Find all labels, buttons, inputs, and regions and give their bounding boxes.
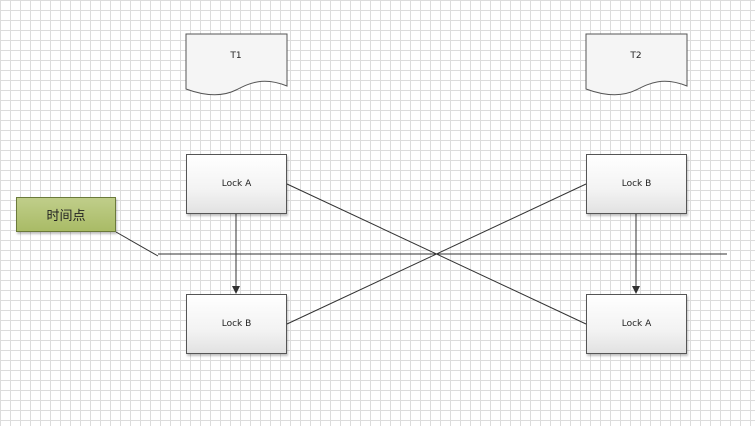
note-connector [115, 231, 159, 257]
t1-lock-b-box[interactable]: Lock B [186, 294, 287, 354]
t2-lock-a-label: Lock A [621, 319, 652, 329]
t1-lock-a-box[interactable]: Lock A [186, 154, 287, 214]
thread-t2-document-shape[interactable] [585, 33, 688, 96]
t2-lock-a-box[interactable]: Lock A [586, 294, 687, 354]
t1-lock-a-label: Lock A [221, 179, 252, 189]
thread-t1-document-shape[interactable] [185, 33, 288, 96]
timeline-note[interactable]: 时间点 [16, 197, 116, 232]
thread-t2-label: T2 [630, 51, 642, 61]
cross-line-t1-lock-b-to-t2-lock-b [286, 183, 587, 325]
t2-lock-b-label: Lock B [621, 179, 652, 189]
t2-lock-b-box[interactable]: Lock B [586, 154, 687, 214]
t1-lock-b-label: Lock B [221, 319, 252, 329]
timeline-note-label: 时间点 [46, 209, 86, 224]
thread-t1-label: T1 [230, 51, 242, 61]
